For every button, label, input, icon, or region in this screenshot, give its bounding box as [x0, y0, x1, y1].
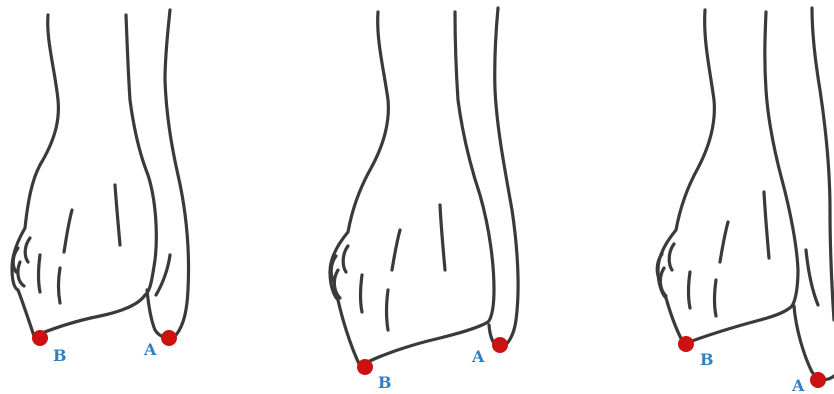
panel-3: B A: [657, 8, 834, 394]
surface-ridge-4: [361, 275, 363, 312]
radius-outline: [330, 12, 494, 366]
point-a-label: A: [471, 347, 485, 366]
panel-1: B A: [12, 10, 189, 365]
surface-ridge-1: [720, 222, 728, 262]
surface-ridge-2: [59, 268, 61, 303]
surface-ridge-3: [764, 192, 769, 258]
point-a-label: A: [791, 376, 805, 394]
ulna-outline: [794, 8, 834, 379]
surface-ridge-4: [689, 272, 691, 308]
point-b-label: B: [53, 346, 67, 365]
surface-ridge-1: [392, 230, 400, 270]
point-b-marker: [357, 359, 373, 375]
point-a-marker: [492, 337, 508, 353]
radius-outline: [658, 10, 798, 344]
point-a-label: A: [143, 340, 157, 359]
ulna-inner-edge: [156, 255, 170, 295]
ulna-inner-edge: [806, 250, 818, 305]
panel-2: B A: [330, 8, 518, 392]
point-b-marker: [678, 336, 694, 352]
surface-ridge-1: [64, 210, 72, 252]
point-b-marker: [32, 330, 48, 346]
surface-ridge-2: [387, 290, 389, 330]
surface-ridge-2: [715, 280, 717, 316]
radius-outline: [12, 15, 156, 336]
point-a-marker: [161, 330, 177, 346]
point-a-marker: [810, 372, 826, 388]
surface-ridge-4: [39, 255, 41, 292]
point-b-label: B: [700, 350, 714, 369]
point-b-label: B: [378, 373, 392, 392]
surface-ridge-3: [440, 205, 445, 270]
ulna-outline: [147, 10, 189, 338]
surface-ridge-3: [115, 185, 120, 245]
